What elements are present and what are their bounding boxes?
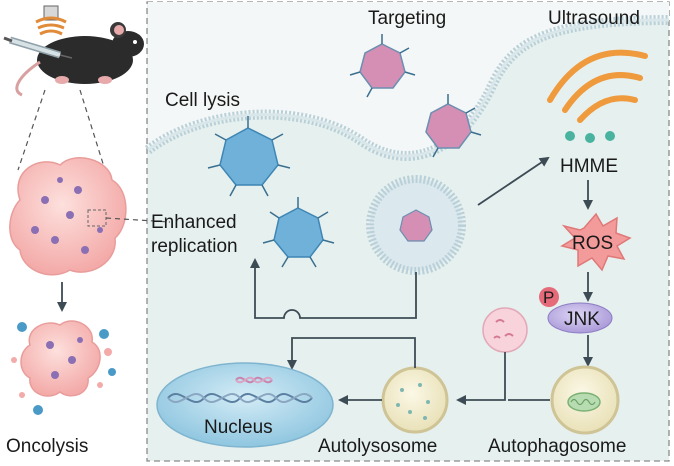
- dna-icon: [167, 376, 313, 404]
- label-ros: ROS: [572, 233, 613, 254]
- arrow-lysosome-autolysosome: [456, 352, 506, 405]
- syringe-icon: [3, 36, 73, 59]
- label-jnk: JNK: [564, 309, 600, 330]
- label-nucleus: Nucleus: [204, 417, 273, 438]
- virus-icon-replication: [262, 197, 335, 268]
- label-hmme: HMME: [560, 156, 618, 177]
- label-enhanced: Enhanced: [151, 212, 237, 233]
- lysosome-icon: [482, 307, 528, 353]
- virus-icon-targeting-1: [349, 34, 416, 98]
- endosome-icon: [366, 175, 466, 275]
- mouse-icon: [15, 22, 144, 97]
- ultrasound-transducer-icon: [35, 5, 67, 36]
- virus-icon-cell-lysis: [207, 116, 291, 197]
- arrow-replication-feedback: [250, 258, 417, 319]
- arrow-endosome-hmme: [477, 156, 550, 206]
- jnk-icon: [547, 302, 613, 334]
- label-cell-lysis: Cell lysis: [165, 90, 240, 111]
- label-targeting: Targeting: [368, 8, 446, 29]
- zoom-line-right: [79, 89, 106, 171]
- label-phospho: P: [543, 288, 554, 307]
- phospho-icon: [539, 287, 559, 307]
- ultrasound-waves-icon: [547, 49, 648, 123]
- cell-membrane: [144, 2, 670, 161]
- zoom-line-replication: [105, 217, 171, 223]
- autophagosome-icon: [550, 365, 620, 435]
- arrow-autolysosome-nucleus-top: [287, 337, 416, 370]
- ros-burst-icon: [560, 212, 632, 272]
- mitochondrion-icon: [567, 392, 601, 412]
- zoom-line-left: [17, 89, 46, 171]
- label-oncolysis: Oncolysis: [6, 436, 88, 457]
- nucleus-icon: [156, 362, 334, 448]
- label-ultrasound: Ultrasound: [548, 8, 640, 29]
- label-replication: replication: [151, 236, 238, 257]
- hmme-molecules-icon: [565, 131, 615, 143]
- tumor-icon: [9, 157, 127, 276]
- lysed-tumor-icon: [11, 320, 116, 415]
- label-autolysosome: Autolysosome: [318, 436, 437, 457]
- label-autophagosome: Autophagosome: [488, 436, 626, 457]
- virus-icon-targeting-2: [425, 94, 482, 158]
- autolysosome-icon: [381, 366, 449, 434]
